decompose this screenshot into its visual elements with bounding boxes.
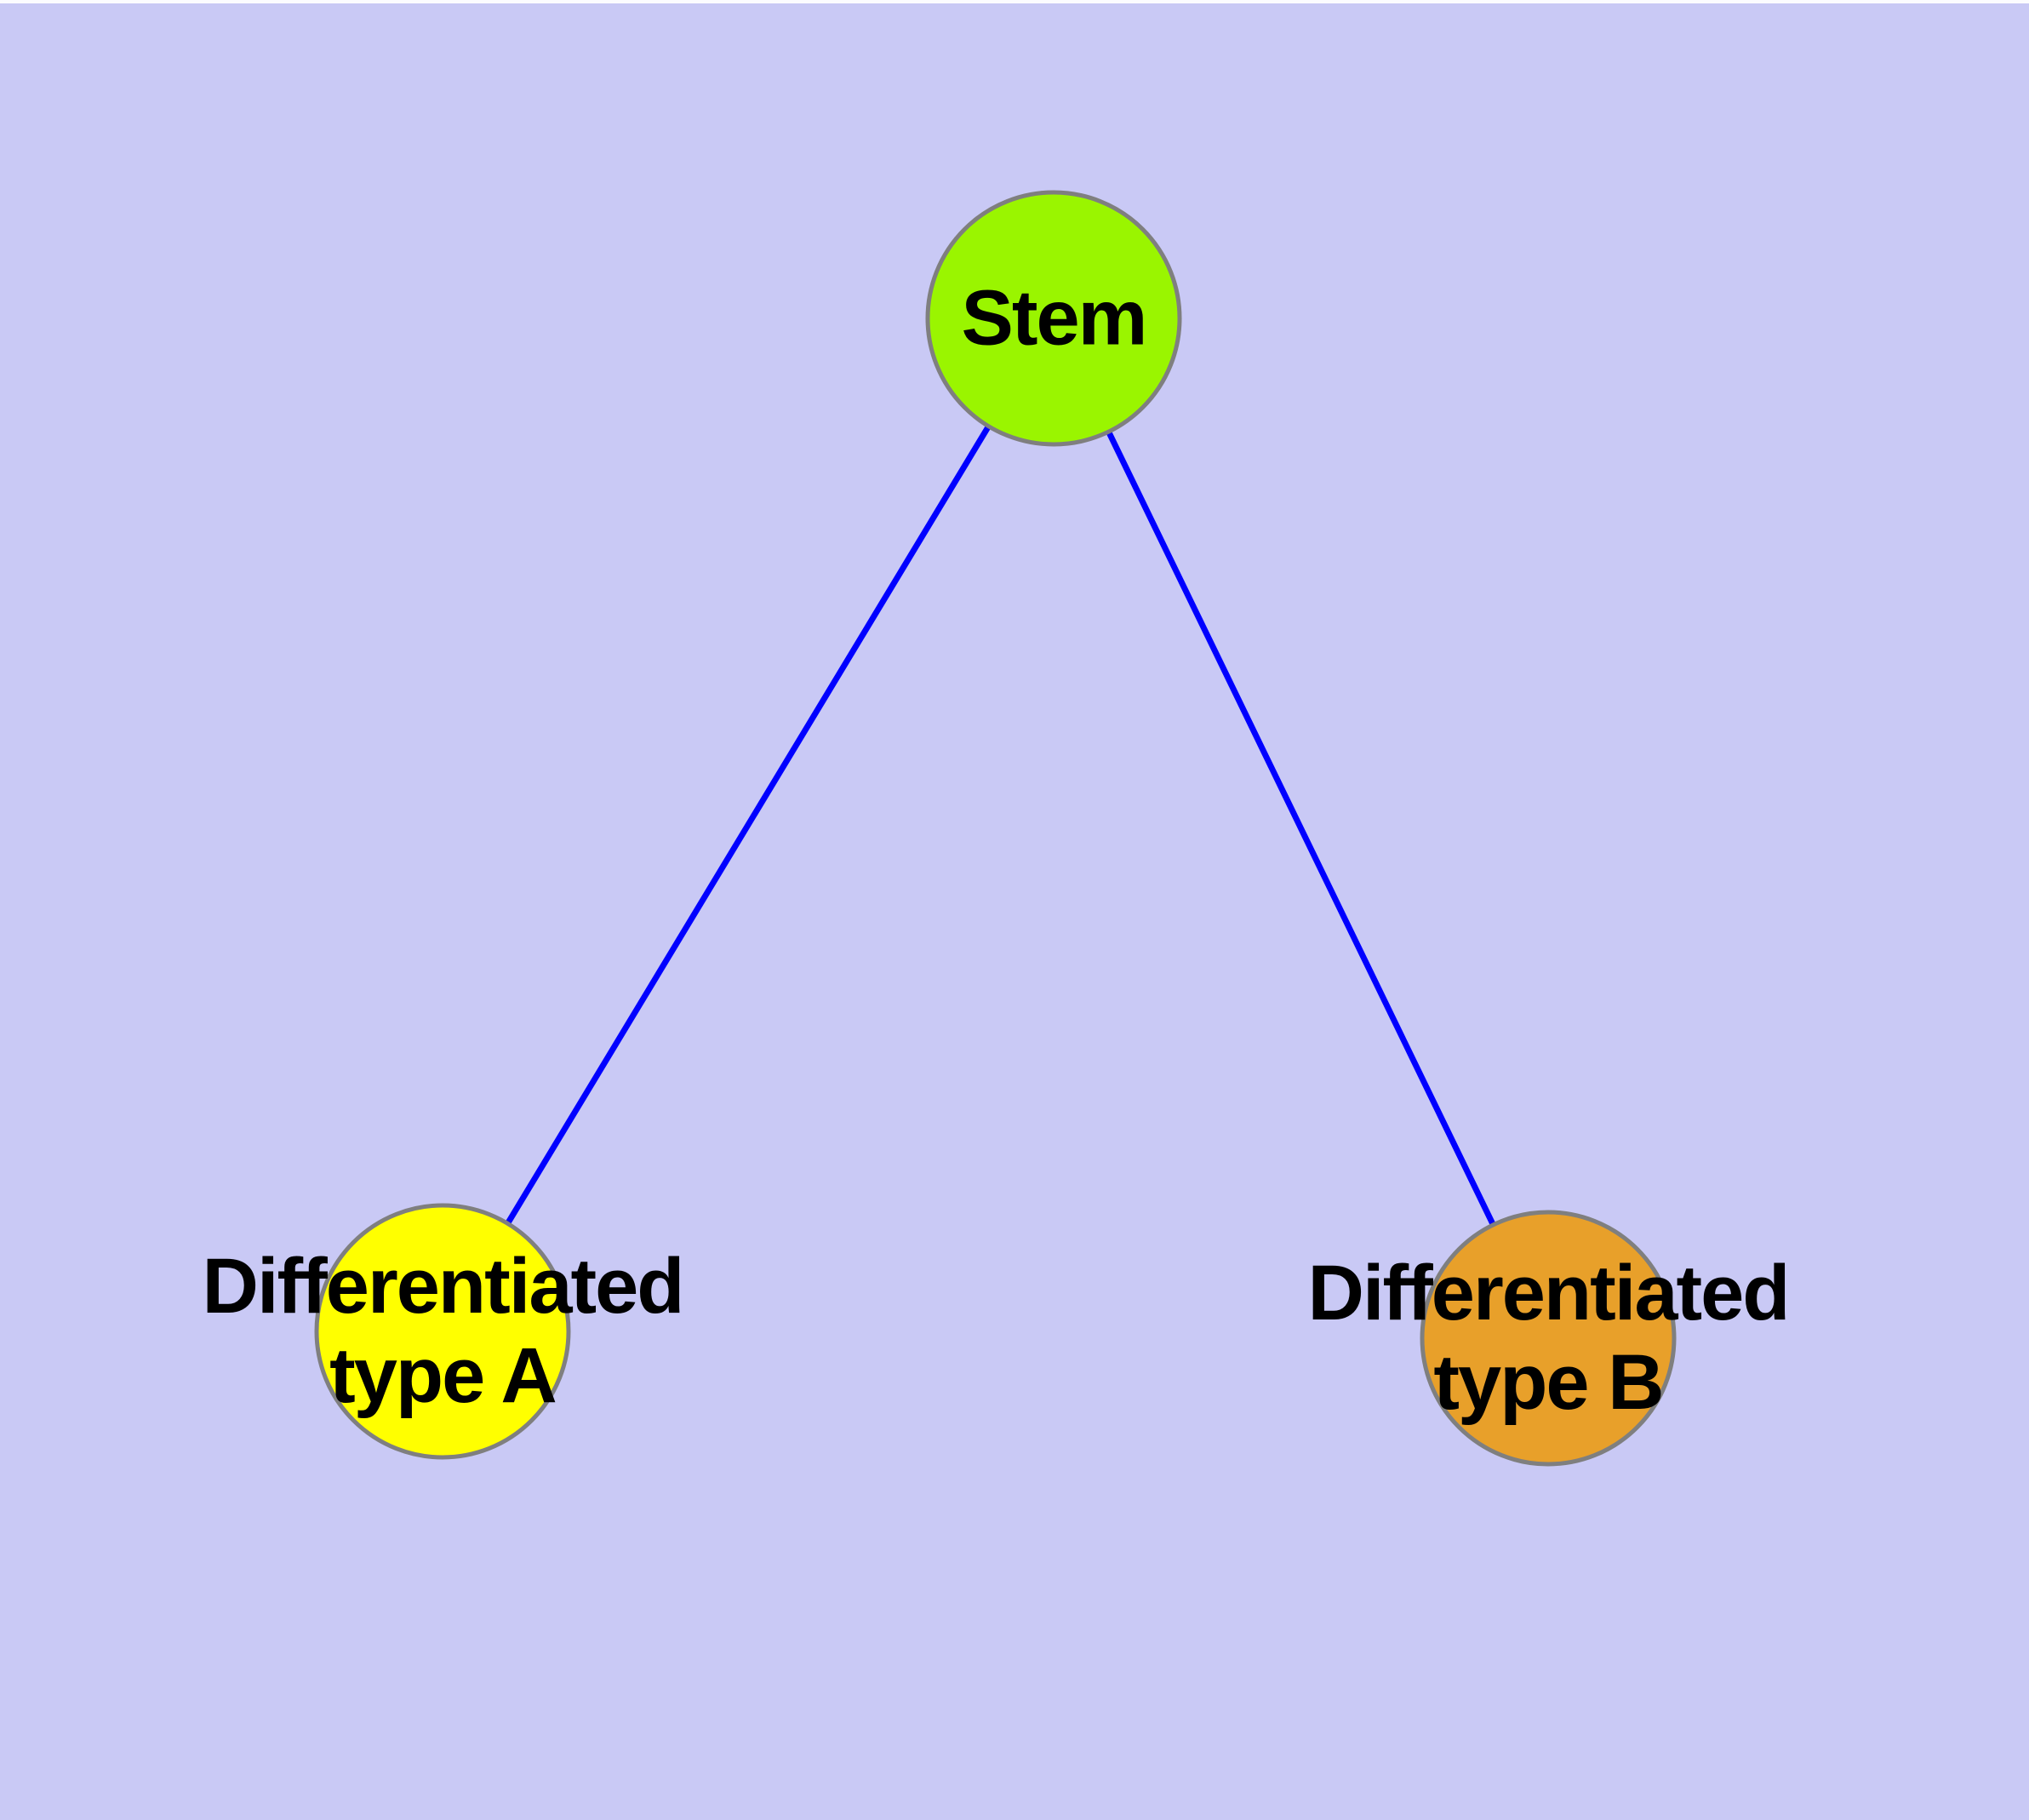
node-circle-differentiated-type-a bbox=[314, 1203, 571, 1460]
edge-stem-to-type-a bbox=[440, 317, 1056, 1333]
edge-stem-to-type-b bbox=[1050, 317, 1552, 1340]
node-circle-differentiated-type-b bbox=[1420, 1210, 1677, 1467]
top-border-strip bbox=[0, 0, 2029, 3]
node-circle-stem bbox=[925, 190, 1182, 447]
